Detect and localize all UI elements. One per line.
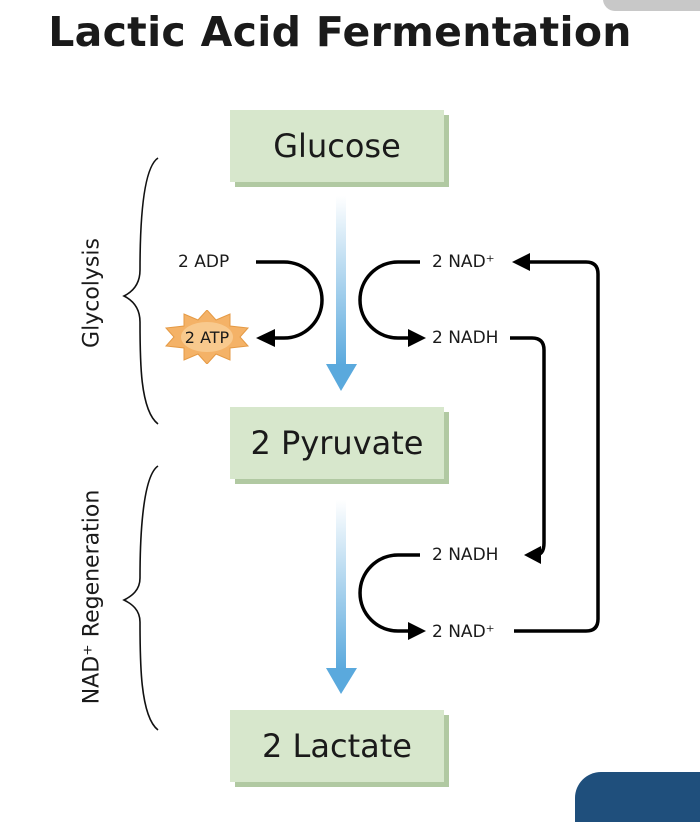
adp-label: 2 ADP [178, 252, 230, 272]
pyruvate-label: 2 Pyruvate [250, 424, 424, 462]
top-corner-tab [603, 0, 700, 11]
glucose-label: Glucose [273, 127, 401, 165]
nadh-top-label: 2 NADH [432, 328, 499, 348]
nadh-to-nad-bottom-arrow [358, 553, 420, 633]
flow-arrow-glucose-shaft [336, 196, 346, 366]
nadh-transfer-arrow [510, 336, 546, 557]
flow-arrow-pyruvate-shaft [336, 500, 346, 670]
atp-label: 2 ATP [184, 327, 230, 347]
nad-recycle-arrow [514, 260, 600, 633]
nad-bottom-label: 2 NAD⁺ [432, 622, 495, 642]
regeneration-brace [122, 465, 159, 731]
pyruvate-box: 2 Pyruvate [230, 407, 444, 479]
lactate-box: 2 Lactate [230, 710, 444, 782]
regeneration-phase-label: NAD⁺ Regeneration [79, 489, 105, 705]
diagram-title: Lactic Acid Fermentation [48, 8, 632, 56]
nad-top-label: 2 NAD⁺ [432, 252, 495, 272]
corner-badge[interactable] [575, 772, 700, 822]
adp-to-atp-arrow [256, 260, 324, 340]
glycolysis-phase-label: Glycolysis [79, 238, 105, 348]
nad-to-nadh-top-arrow [358, 260, 420, 340]
atp-badge: 2 ATP [162, 310, 252, 364]
glucose-box: Glucose [230, 110, 444, 182]
flow-arrows [122, 157, 600, 731]
lactate-label: 2 Lactate [262, 727, 412, 765]
glycolysis-brace [122, 157, 159, 425]
nadh-bottom-label: 2 NADH [432, 545, 499, 565]
atp-star-icon [164, 310, 250, 364]
flow-arrow-glucose-head [326, 364, 357, 391]
flow-arrow-pyruvate-head [326, 668, 357, 694]
